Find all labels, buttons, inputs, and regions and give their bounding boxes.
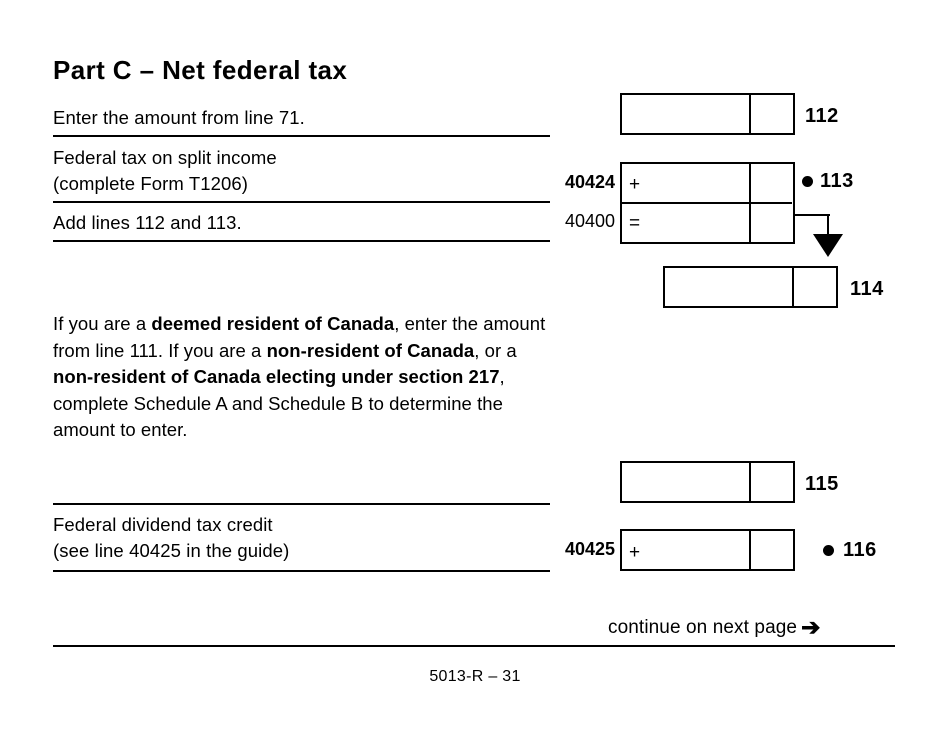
row-label-line-116-part2: (see line 40425 in the guide): [53, 540, 290, 561]
line-code-40400: 40400: [564, 211, 615, 231]
paragraph-segment-3: , or a: [474, 339, 517, 361]
rule-under-paragraph: [53, 503, 550, 505]
cents-divider: [749, 95, 752, 133]
paragraph-segment-1: If you are a: [53, 313, 152, 334]
arrow-right-icon: ➔: [801, 614, 821, 640]
amount-box-112[interactable]: [620, 93, 795, 135]
cents-input-113[interactable]: [753, 166, 794, 199]
continue-text: continue on next page: [608, 617, 798, 638]
line-number-116: 116: [843, 539, 877, 561]
amount-input-40400[interactable]: [624, 205, 746, 239]
operator-equals-40400: =: [629, 213, 641, 234]
amount-box-group-113-40400: + =: [620, 162, 795, 244]
operator-plus-113: +: [629, 174, 641, 195]
row-label-line-116-part1: Federal dividend tax credit: [53, 514, 273, 535]
rule-under-line-113: [53, 201, 550, 203]
cents-divider: [749, 531, 752, 569]
line-number-114: 114: [850, 278, 884, 300]
residency-instructions: If you are a deemed resident of Canada, …: [53, 311, 553, 444]
arrowhead-down-icon: [813, 234, 843, 257]
cents-input-40400[interactable]: [753, 205, 794, 239]
connector-vertical: [827, 214, 830, 237]
paragraph-bold-2: non-resident of Canada: [266, 339, 475, 361]
cents-divider: [792, 268, 795, 306]
amount-box-114[interactable]: [663, 266, 838, 308]
row-label-line-113-part2: (complete Form T1206): [53, 173, 249, 194]
row-label-line-112: Enter the amount from line 71.: [53, 107, 305, 128]
rule-footer: [53, 645, 895, 647]
row-label-40400: Add lines 112 and 113.: [53, 212, 242, 233]
rule-under-line-116: [53, 570, 550, 572]
amount-box-115[interactable]: [620, 461, 795, 503]
form-identifier: 5013-R – 31: [429, 668, 521, 685]
line-number-113: 113: [820, 170, 854, 192]
line-code-40425: 40425: [564, 539, 615, 559]
line-code-40424: 40424: [564, 172, 615, 192]
continue-next-page-label: continue on next page➔: [608, 616, 820, 639]
cents-divider: [749, 164, 752, 242]
rule-under-40400: [53, 240, 550, 242]
bullet-dot-113: [802, 176, 813, 187]
line-number-115: 115: [805, 473, 839, 495]
paragraph-bold-3: non-resident of Canada electing under se…: [53, 366, 500, 388]
amount-input-113[interactable]: [624, 166, 746, 199]
paragraph-segment-4: , complete Schedule A and Schedule B to …: [53, 366, 505, 441]
paragraph-bold-1: deemed resident of Canada: [151, 313, 395, 334]
paragraph-segment-2: , enter the amount from line 111. If you…: [53, 313, 546, 361]
line-number-112: 112: [805, 105, 839, 127]
row-label-line-113-part1: Federal tax on split income: [53, 147, 277, 168]
connector-horizontal: [795, 214, 830, 217]
amount-box-116[interactable]: +: [620, 529, 795, 571]
cents-divider: [749, 463, 752, 501]
page-title: Part C – Net federal tax: [53, 55, 348, 85]
rule-under-line-112: [53, 135, 550, 137]
bullet-dot-116: [823, 545, 834, 556]
stack-divider: [622, 202, 793, 205]
operator-plus-116: +: [629, 542, 641, 563]
